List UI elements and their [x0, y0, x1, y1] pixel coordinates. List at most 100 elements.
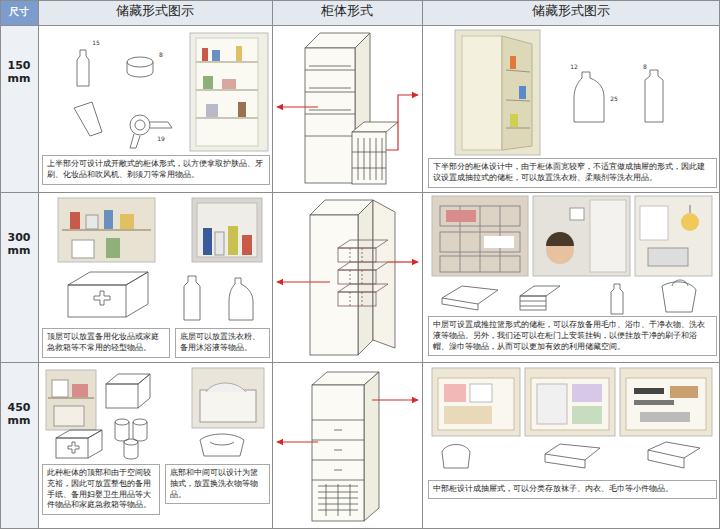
cabinet-drawing-part-part: [312, 420, 364, 421]
cabinet-drawing-part-part: [350, 248, 362, 306]
item-sketches-part: [545, 444, 600, 460]
item-sketches-part: [115, 422, 129, 441]
cabinet-drawing-part-part-part: [350, 292, 351, 306]
column-header: 储藏形式图示: [38, 4, 272, 19]
shelf-photo-part: [206, 104, 218, 117]
door-photo-part: [590, 200, 626, 272]
cabinet-photo-part: [510, 56, 516, 69]
cabinet-drawing-part-part: [326, 484, 327, 516]
description-box: 中层可设置成推拉篮形式的储柜，可以存放备用毛巾、浴巾、干净衣物、洗衣液等物品。另…: [428, 316, 717, 356]
item-sketches-part: [56, 438, 88, 458]
cabinet-photo-part: [70, 212, 80, 229]
dimension-number: 25: [608, 96, 620, 103]
shelf-photo-part: [196, 62, 258, 118]
cabinet-drawing-part-part-part: [350, 270, 351, 284]
cabinet-photo: [58, 198, 155, 262]
cabinet-photo-part: [46, 370, 96, 430]
item-sketches-part: [672, 280, 688, 286]
hook-photo-part: [635, 196, 712, 276]
cabinet-drawing-part-part: [350, 484, 351, 516]
shelf-photo-part-part: [196, 89, 258, 91]
red-arrow-part: [386, 95, 418, 150]
table-grid-part-part: [422, 0, 423, 529]
shelf-photo-part: [222, 79, 236, 89]
item-sketches-part: [184, 276, 200, 320]
cabinet-drawing: [310, 200, 395, 355]
box-sketch-part: [126, 272, 148, 317]
drawer-photo-part: [572, 384, 602, 402]
shelf-photo-part: [196, 38, 258, 146]
item-sketches-part: [200, 434, 244, 456]
description-text: 底层可以放置洗衣粉、备用沐浴液等物品。: [180, 332, 265, 354]
item-sketches-part: [133, 422, 147, 441]
door-photo: [533, 196, 630, 276]
item-sketches-part: [648, 442, 700, 458]
drawer-photo-part: [444, 384, 466, 402]
item-sketches-part: [130, 115, 150, 135]
cabinet-drawing-part-part: [338, 484, 339, 516]
table-grid-part-part: [719, 0, 720, 529]
drawer-photo-part: [444, 406, 492, 424]
basket-photo-part-part: [480, 206, 481, 272]
basket-photo-part: [192, 368, 264, 428]
cabinet-drawing-part-part: [338, 270, 376, 284]
description-text: 此种柜体的顶部和由于空间较充裕，因此可放置整包的备用手纸、备用妇婴卫生用品等大件…: [47, 468, 155, 511]
drawer-photo-part: [537, 384, 567, 424]
item-sketches-part: [442, 286, 498, 304]
item-sketches: [574, 70, 663, 122]
cabinet-photo-part: [104, 210, 113, 229]
dimension-number: 12: [568, 64, 580, 71]
cabinet-drawing-part-part: [305, 92, 355, 93]
cabinet-photo: [192, 198, 262, 262]
cabinet-drawing-part-part: [305, 114, 355, 115]
item-sketches-part: [210, 442, 234, 445]
cabinet-photo-part: [52, 380, 68, 397]
table-grid-part-part: [0, 362, 720, 363]
cabinet-photo-part: [215, 232, 224, 255]
box-sketch-part: [68, 272, 148, 285]
red-arrow-part: [277, 106, 318, 107]
cabinet-photo-part: [502, 36, 532, 150]
table-grid-part: [0, 0, 720, 25]
table-grid-part: [0, 0, 38, 25]
description-text: 中层可设置成推拉篮形式的储柜，可以存放备用毛巾、浴巾、干净衣物、洗衣液等物品。另…: [433, 320, 712, 352]
basket-photo-part: [200, 390, 256, 422]
hook-photo: [635, 196, 712, 276]
item-sketches-part: [520, 286, 560, 296]
description-text: 上半部分可设计成开敞式的柜体形式，以方便拿取护肤品、牙刷、化妆品和吹风机、剃须刀…: [47, 159, 265, 181]
item-sketches-part: [648, 450, 684, 468]
basket-photo-part: [484, 236, 514, 248]
description-text: 底部和中间可以设计为篮抽式，放置换洗衣物等物品。: [170, 468, 265, 500]
red-arrow: [277, 262, 418, 282]
red-arrow: [277, 400, 418, 442]
cabinet-drawing-part: [305, 48, 355, 183]
description-box: 此种柜体的顶部和由于空间较充裕，因此可放置整包的备用手纸、备用妇婴卫生用品等大件…: [42, 464, 160, 515]
drawer-photo-part: [670, 386, 698, 398]
cabinet-photo: [455, 30, 540, 155]
hook-photo-part: [690, 205, 691, 213]
cabinet-drawing: [305, 33, 398, 184]
cabinet-photo-part: [62, 229, 151, 231]
drawer-photo: [432, 368, 520, 436]
item-sketches-part: [74, 102, 102, 136]
description-text: 中部柜设计成抽屉式，可以分类存放袜子、内衣、毛巾等小件物品。: [433, 484, 712, 495]
drawer-photo-part: [626, 378, 706, 430]
item-sketches-part: [127, 62, 153, 77]
shelf-photo-part-part: [196, 117, 258, 119]
item-sketches-part: [106, 384, 138, 408]
item-sketches-part: [545, 454, 585, 468]
cabinet-drawing-part-part: [338, 240, 388, 248]
cabinet-photo-part: [228, 226, 238, 255]
drawer-photo-part: [432, 368, 520, 436]
basket-photo-part: [432, 196, 528, 276]
item-sketches-part: [88, 430, 102, 458]
cabinet-drawing-part-part: [309, 88, 351, 89]
dimension-number: 19: [155, 136, 167, 143]
drawer-photo-part: [438, 378, 514, 430]
cabinet-drawing-part: [352, 132, 386, 184]
basket-photo-part: [440, 206, 520, 272]
size-label: 300 mm: [3, 232, 35, 257]
size-label: 150 mm: [3, 60, 35, 85]
